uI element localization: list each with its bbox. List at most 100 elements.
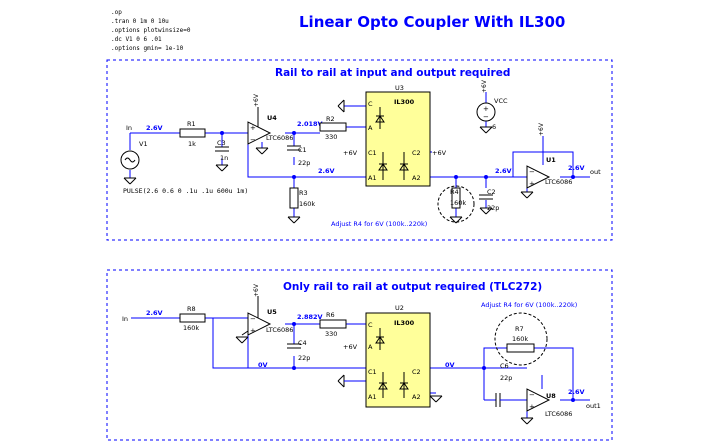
u1-opamp[interactable]: − + bbox=[520, 165, 551, 199]
r2-value: 330 bbox=[325, 133, 337, 141]
u8-part: LTC6086 bbox=[545, 410, 572, 418]
vcc-rail-label: +6V bbox=[481, 79, 488, 93]
r3-name: R3 bbox=[299, 189, 308, 197]
r4-resistor[interactable] bbox=[451, 187, 461, 209]
c4-name: C4 bbox=[298, 339, 307, 347]
u2-pin-c1: C1 bbox=[368, 368, 377, 376]
u3-c-ground bbox=[337, 99, 345, 113]
u8-opamp[interactable]: − + bbox=[520, 388, 551, 425]
section1-v-in: 2.6V bbox=[146, 124, 163, 132]
c6-value: 22p bbox=[500, 374, 512, 382]
r4-name: R4 bbox=[450, 188, 459, 196]
directive-tran: .tran 0 1m 0 10u bbox=[111, 18, 169, 25]
section2-junctions bbox=[292, 322, 575, 402]
svg-text:−: − bbox=[483, 113, 489, 121]
r6-resistor[interactable] bbox=[319, 319, 347, 329]
c6-capacitor[interactable] bbox=[495, 393, 504, 407]
c6-name: C6 bbox=[500, 362, 509, 370]
r6-value: 330 bbox=[325, 330, 337, 338]
svg-text:+: + bbox=[529, 180, 535, 188]
r3-resistor[interactable] bbox=[289, 187, 299, 209]
section2-v-zero-right: 0V bbox=[445, 361, 455, 369]
v1-source-def: PULSE(2.6 0.6 0 .1u .1u 600u 1m) bbox=[123, 187, 248, 195]
section2-in-label: In bbox=[122, 315, 128, 323]
c2-value: 22p bbox=[487, 204, 499, 212]
section2-v-in: 2.6V bbox=[146, 309, 163, 317]
v1-source[interactable] bbox=[120, 150, 140, 185]
r7-highlight-circle bbox=[494, 312, 548, 366]
u2-pin-a2: A2 bbox=[412, 393, 421, 401]
section2-adjust-note: Adjust R4 for 6V (100k..220k) bbox=[481, 301, 577, 309]
svg-text:+: + bbox=[529, 403, 535, 411]
vcc-label: VCC bbox=[494, 97, 508, 105]
u1-name: U1 bbox=[546, 156, 556, 164]
r8-value: 160k bbox=[183, 324, 199, 332]
u2-c-ground bbox=[337, 374, 366, 388]
c3-name: C3 bbox=[217, 139, 226, 147]
r1-value: 1k bbox=[188, 140, 196, 148]
page-title: Linear Opto Coupler With IL300 bbox=[299, 13, 565, 31]
u2-part: IL300 bbox=[394, 319, 415, 327]
svg-text:+: + bbox=[250, 124, 256, 132]
u5-name: U5 bbox=[267, 308, 277, 316]
section2-v-zero: 0V bbox=[258, 361, 268, 369]
c1-value: 22p bbox=[298, 159, 310, 167]
u5-vcc: +6V bbox=[253, 283, 260, 297]
u4-opamp[interactable]: + − bbox=[247, 107, 272, 155]
r7-resistor[interactable] bbox=[506, 343, 535, 353]
r8-resistor[interactable] bbox=[179, 313, 206, 323]
section1-frame bbox=[106, 59, 613, 241]
svg-text:−: − bbox=[529, 391, 535, 399]
r2-name: R2 bbox=[326, 115, 335, 123]
u5-opamp[interactable]: − + bbox=[235, 296, 272, 344]
svg-text:+: + bbox=[250, 327, 256, 335]
r7-value: 160k bbox=[512, 335, 528, 343]
c2-name: C2 bbox=[487, 188, 496, 196]
section1-v-out-node: 2.6V bbox=[495, 167, 512, 175]
section2-wires bbox=[131, 296, 590, 418]
u5-part: LTC6086 bbox=[266, 326, 293, 334]
r1-resistor[interactable] bbox=[179, 128, 206, 138]
section1-out-label: out bbox=[590, 168, 601, 176]
vcc-value: 6 bbox=[492, 123, 496, 131]
vcc-source[interactable]: + − bbox=[476, 92, 496, 134]
u2-pin-a: A bbox=[368, 343, 373, 351]
section2-v-node-a: 2.882V bbox=[297, 313, 323, 321]
directive-options-plotwinsize: .options plotwinsize=0 bbox=[111, 27, 191, 34]
u3-il300[interactable] bbox=[365, 91, 431, 187]
u3-diodes bbox=[375, 107, 409, 180]
u3-pin-c: C bbox=[368, 100, 373, 108]
section1-v-out: 2.6V bbox=[568, 164, 585, 172]
u2-pin-a1: A1 bbox=[368, 393, 377, 401]
svg-text:−: − bbox=[529, 168, 535, 176]
u3-part: IL300 bbox=[394, 98, 415, 106]
u2-il300[interactable] bbox=[365, 312, 431, 408]
u4-name: U4 bbox=[267, 114, 277, 122]
section1-wires bbox=[129, 105, 590, 217]
c3-value: 1n bbox=[220, 154, 228, 162]
section1-title: Rail to rail at input and output require… bbox=[275, 67, 510, 79]
c1-capacitor[interactable] bbox=[287, 145, 301, 151]
svg-text:−: − bbox=[250, 315, 256, 323]
section1-junctions bbox=[220, 131, 575, 179]
section1-v-fb: 2.6V bbox=[318, 167, 335, 175]
c3-capacitor[interactable] bbox=[215, 146, 229, 172]
u2-plus6-left: +6V bbox=[343, 343, 358, 351]
section2-frame bbox=[106, 269, 613, 441]
c1-name: C1 bbox=[298, 146, 307, 154]
r7-name: R7 bbox=[515, 325, 524, 333]
u8-name: U8 bbox=[546, 392, 556, 400]
c2-capacitor[interactable] bbox=[479, 194, 493, 215]
r1-name: R1 bbox=[187, 120, 196, 128]
section1-v-node-a: 2.018V bbox=[297, 120, 323, 128]
section1-adjust-note: Adjust R4 for 6V (100k..220k) bbox=[331, 220, 427, 228]
u3-pin-a2: A2 bbox=[412, 174, 421, 182]
u3-pin-c2: C2 bbox=[412, 149, 421, 157]
r2-resistor[interactable] bbox=[319, 122, 347, 132]
u3-pin-a: A bbox=[368, 124, 373, 132]
u3-plus6-right: +6V bbox=[432, 149, 447, 157]
directive-options-gmin: .options gmin= 1e-10 bbox=[111, 45, 184, 52]
c4-capacitor[interactable] bbox=[287, 343, 301, 349]
